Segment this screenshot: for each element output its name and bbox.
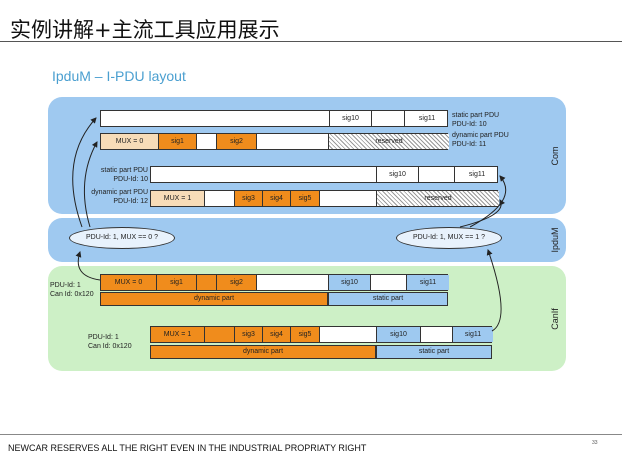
dynamic-empty-cell <box>205 327 235 342</box>
pdu-id-text: PDU-Id: 10 <box>452 121 487 128</box>
empty-cell <box>372 111 405 126</box>
com-static-pdu-row-1: sig10 sig11 <box>100 110 448 127</box>
ipdum-layer-label: IpduM <box>550 227 560 253</box>
com-layer-label: Com <box>550 146 560 166</box>
canif-pdu-label: PDU-Id: 1 Can Id: 0x120 <box>88 333 132 351</box>
pdu-type-text: static part PDU <box>452 112 500 119</box>
footer-copyright: NEWCAR RESERVES ALL THE RIGHT EVEN IN TH… <box>8 443 367 453</box>
dynamic-part-bar: dynamic part <box>150 345 376 359</box>
pdu-id-text: PDU-Id: 10 <box>113 176 148 183</box>
mux1-condition-ellipse: PDU-Id: 1, MUX == 1 ? <box>396 227 502 249</box>
pdu-id-text: PDU-Id: 1 <box>50 282 81 289</box>
mux0-condition-ellipse: PDU-Id: 1, MUX == 0 ? <box>69 227 175 249</box>
com-dynamic-pdu-row-11: MUX = 0 sig1 sig2 reserved <box>100 133 449 150</box>
empty-cell <box>257 275 329 290</box>
empty-cell <box>371 275 407 290</box>
signal-sig10: sig10 <box>377 167 419 182</box>
canif-pdu-label: PDU-Id: 1 Can Id: 0x120 <box>50 281 94 299</box>
signal-sig1: sig1 <box>159 134 197 149</box>
pdu-type-text: dynamic part PDU <box>452 132 509 139</box>
signal-sig1: sig1 <box>157 275 197 290</box>
static-part-bar: static part <box>376 345 492 359</box>
title-divider <box>0 41 622 42</box>
pdu-label: static part PDU PDU-Id: 10 <box>452 111 499 129</box>
pdu-id-text: PDU-Id: 11 <box>452 141 487 148</box>
empty-cell <box>421 327 453 342</box>
signal-sig11: sig11 <box>468 171 486 178</box>
canif-layer-label: CanIf <box>550 308 560 330</box>
empty-cell <box>257 134 329 149</box>
signal-sig10: sig10 <box>330 111 372 126</box>
canif-pdu-row-2: MUX = 1 sig3 sig4 sig5 sig10 sig11 <box>150 326 493 343</box>
mux-field: MUX = 0 <box>101 134 159 149</box>
dynamic-empty-cell <box>197 275 217 290</box>
empty-cell <box>320 191 377 206</box>
pdu-id-text: PDU-Id: 1 <box>88 334 119 341</box>
empty-cell <box>197 134 217 149</box>
signal-sig11: sig11 <box>453 327 493 342</box>
signal-sig4: sig4 <box>263 327 291 342</box>
can-id-text: Can Id: 0x120 <box>88 343 132 350</box>
diagram-subtitle: IpduM – I-PDU layout <box>52 68 186 84</box>
signal-sig2: sig2 <box>217 134 257 149</box>
empty-cell <box>101 111 330 126</box>
static-part-bar: static part <box>328 292 448 306</box>
reserved-field: reserved <box>377 191 499 206</box>
signal-sig5: sig5 <box>291 327 320 342</box>
empty-cell <box>151 167 377 182</box>
signal-sig3: sig3 <box>235 327 263 342</box>
mux-field: MUX = 1 <box>151 191 205 206</box>
signal-sig11: sig11 <box>418 115 436 122</box>
page-number: 33 <box>592 440 598 446</box>
com-static-pdu-row-2: sig10 sig11 <box>150 166 498 183</box>
signal-sig2: sig2 <box>217 275 257 290</box>
signal-sig4: sig4 <box>263 191 291 206</box>
empty-cell <box>205 191 235 206</box>
empty-cell <box>419 167 455 182</box>
signal-sig10: sig10 <box>377 327 421 342</box>
can-id-text: Can Id: 0x120 <box>50 291 94 298</box>
pdu-label: dynamic part PDU PDU-Id: 12 <box>78 188 148 206</box>
mux-field: MUX = 1 <box>151 327 205 342</box>
pdu-type-text: static part PDU <box>100 167 148 174</box>
signal-sig3: sig3 <box>235 191 263 206</box>
com-dynamic-pdu-row-12: MUX = 1 sig3 sig4 sig5 reserved <box>150 190 499 207</box>
mux-field: MUX = 0 <box>101 275 157 290</box>
signal-sig11: sig11 <box>407 275 449 290</box>
reserved-field: reserved <box>329 134 449 149</box>
signal-sig10: sig10 <box>329 275 371 290</box>
empty-cell <box>320 327 377 342</box>
pdu-label: dynamic part PDU PDU-Id: 11 <box>452 131 509 149</box>
canif-pdu-row-1: MUX = 0 sig1 sig2 sig10 sig11 <box>100 274 449 291</box>
pdu-label: static part PDU PDU-Id: 10 <box>85 166 148 184</box>
page-title: 实例讲解+主流工具应用展示 <box>10 18 280 42</box>
footer-divider <box>0 434 622 435</box>
dynamic-part-bar: dynamic part <box>100 292 328 306</box>
pdu-id-text: PDU-Id: 12 <box>113 198 148 205</box>
signal-sig5: sig5 <box>291 191 320 206</box>
pdu-type-text: dynamic part PDU <box>91 189 148 196</box>
